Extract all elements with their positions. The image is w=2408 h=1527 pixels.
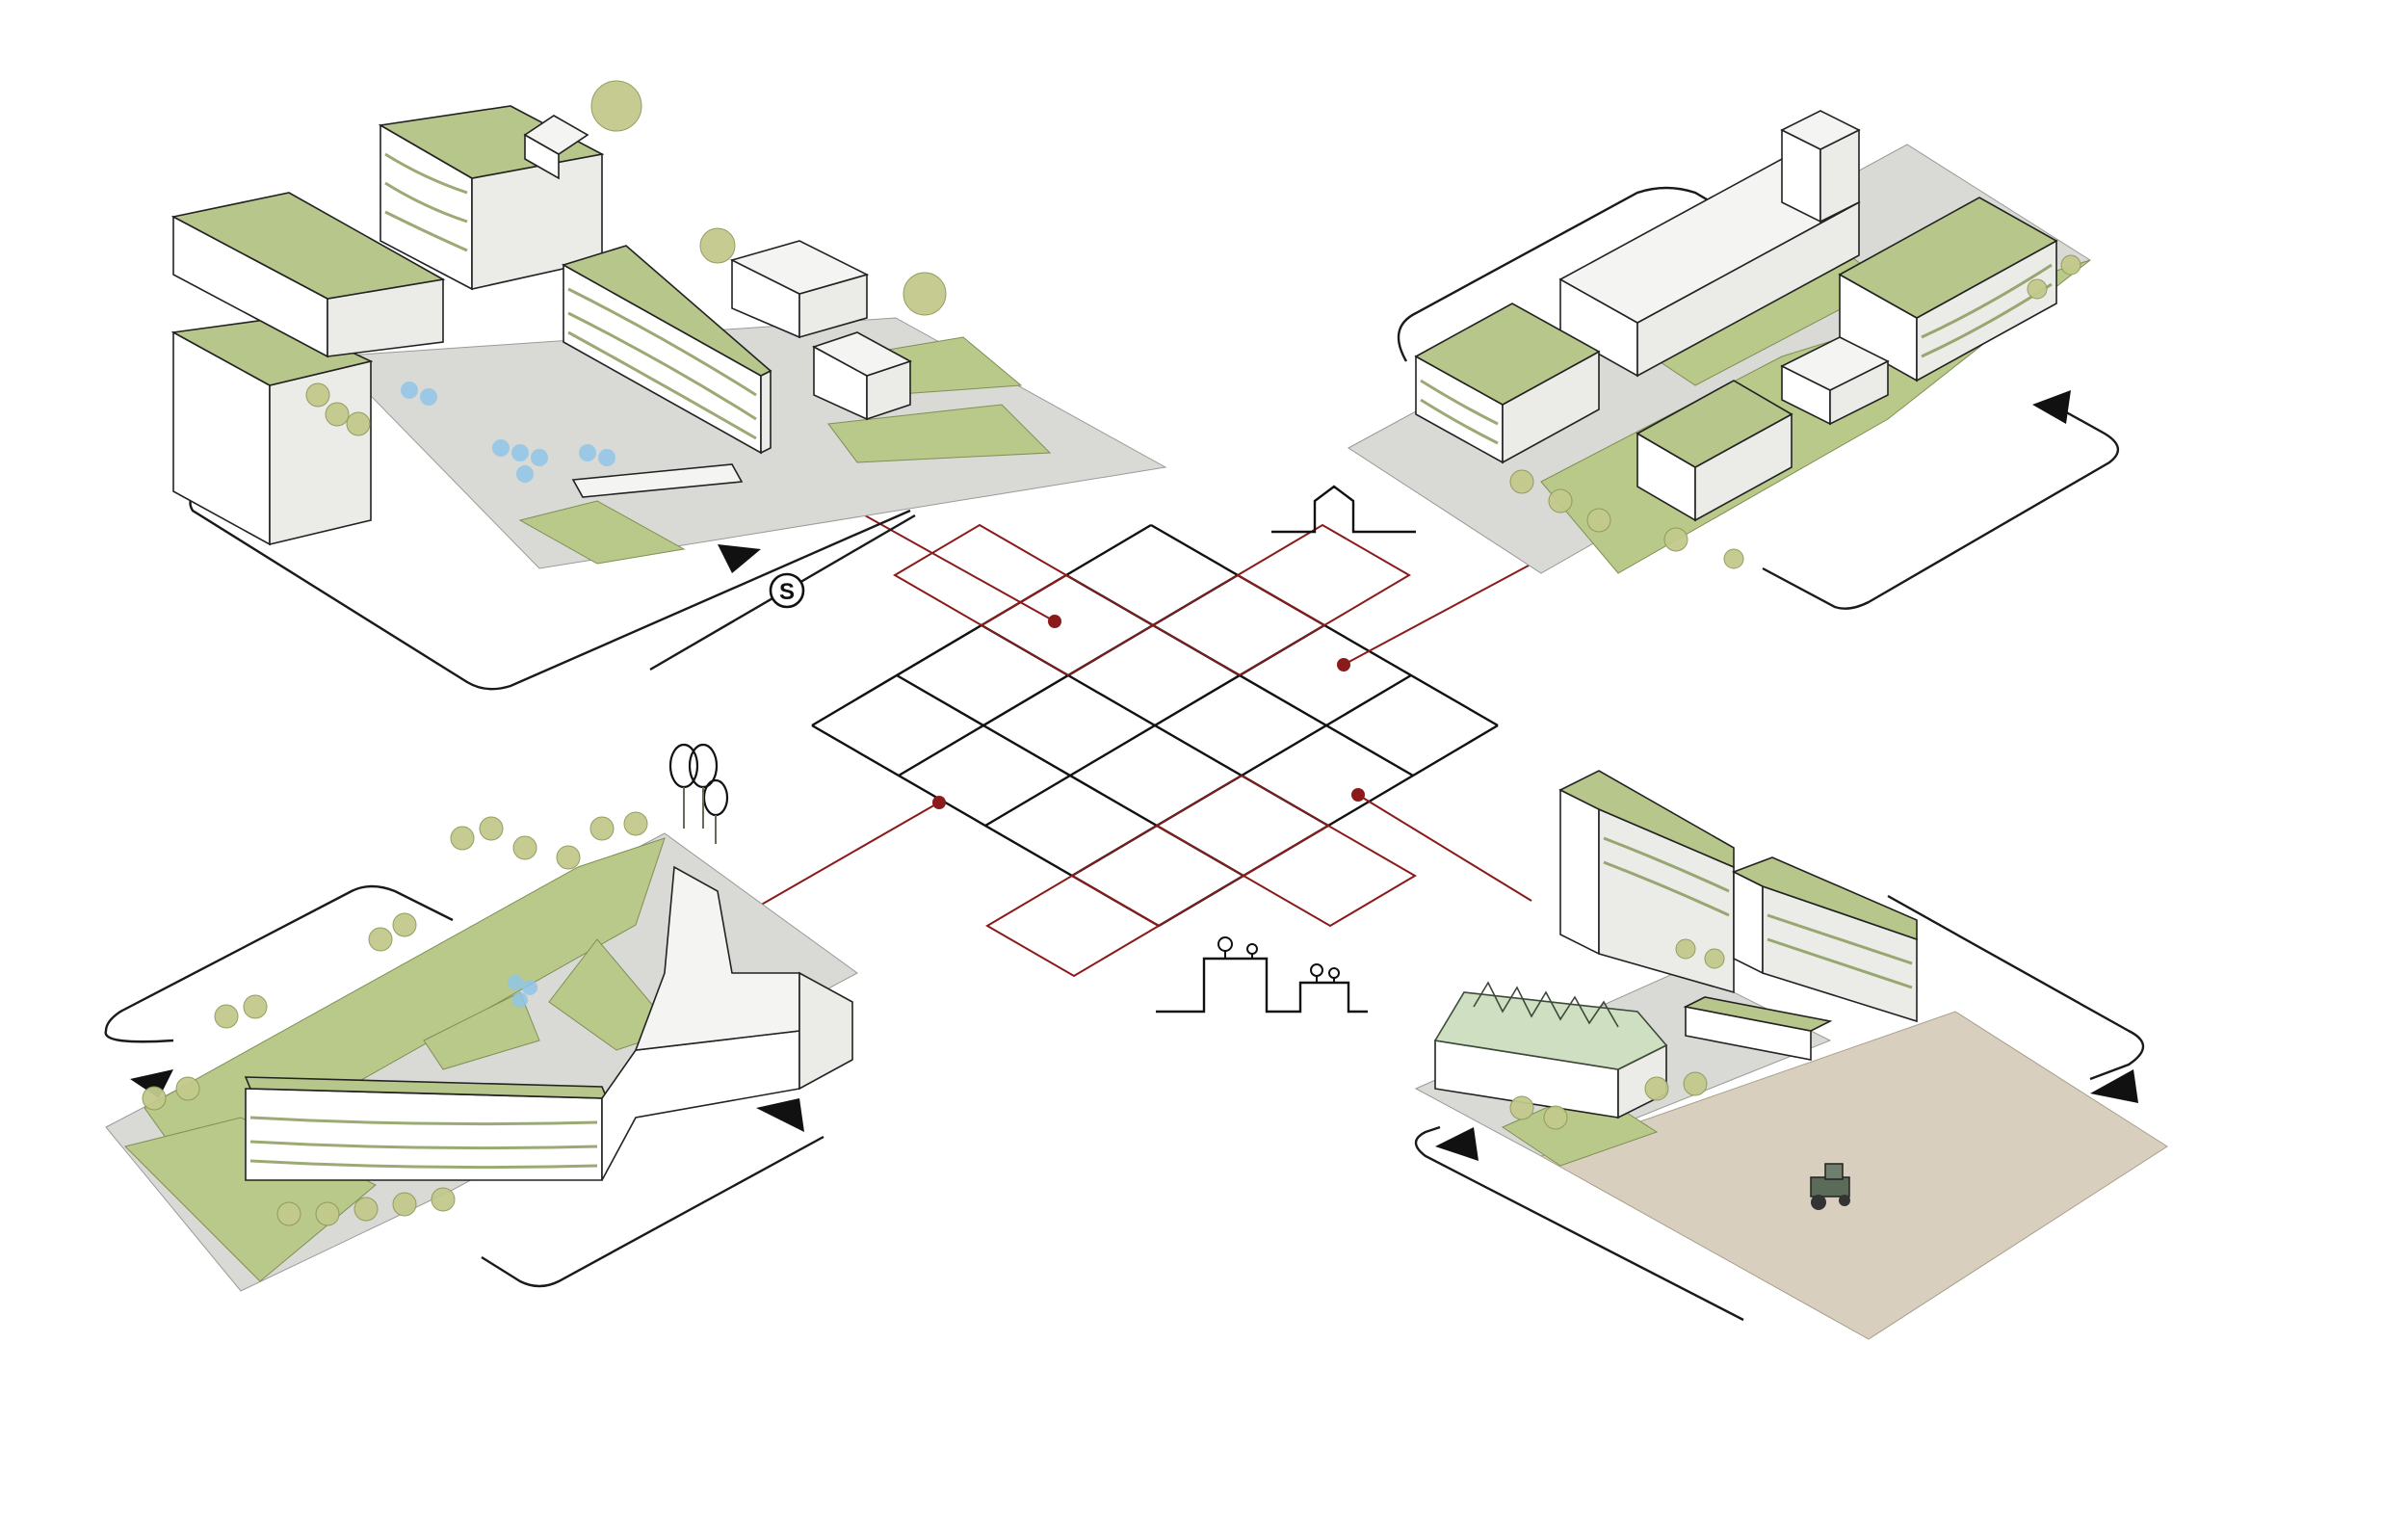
building-center-bar [561, 245, 772, 455]
tree-cluster [1509, 254, 2081, 569]
movement-path-frame [1887, 894, 2145, 1081]
scene-agri-urban-district [1156, 770, 2168, 1340]
building-low-ring [1683, 996, 1833, 1061]
connector-top-right [1343, 558, 1542, 666]
triangle-lawn [423, 991, 540, 1070]
building-white-small [1780, 336, 1890, 426]
building-bend-white [601, 865, 853, 1181]
s-bahn-icon: S [769, 572, 805, 609]
building-green-bar-right [1732, 856, 1918, 1023]
connector-lines [750, 505, 1542, 911]
central-grid [811, 523, 1499, 978]
connector-top-left [847, 505, 1056, 622]
tractor-icon [1810, 1163, 1850, 1210]
tram [571, 463, 744, 498]
station-badge-label: S [779, 579, 795, 605]
movement-path-frame [104, 884, 454, 1043]
movement-path-frame [1397, 186, 1812, 362]
house-pitched [523, 115, 589, 180]
building-green-front [1636, 380, 1793, 522]
movement-path-frame [1762, 408, 2119, 610]
highlight-band-bottom-right [1155, 775, 1330, 877]
green-strip [827, 404, 1052, 463]
skyline-trees-icon [1156, 936, 1368, 1014]
fountain-plaza [401, 382, 615, 483]
tree-cluster [1509, 938, 1725, 1130]
connector-dot-top-left [1048, 615, 1061, 628]
highlight-band-top-right [1151, 574, 1326, 676]
building-terraced [1558, 770, 1735, 994]
fountain-plaza [508, 975, 537, 1008]
trees-icon [668, 743, 729, 844]
agricultural-field [1539, 1011, 2168, 1340]
connector-dot-top-right [1337, 658, 1350, 671]
building-left-long [170, 192, 446, 358]
building-small-right [812, 331, 912, 421]
building-green-left [1414, 303, 1601, 464]
building-tower-white [1780, 110, 1861, 224]
green-strip [518, 500, 686, 565]
greenhouse-building [1433, 981, 1668, 1119]
scene-housing-block [1271, 110, 2119, 610]
building-white-cluster [729, 240, 870, 339]
tree-cluster [142, 811, 648, 1226]
connector-dot-bottom-left [932, 796, 946, 809]
direction-arrow-icon [1435, 1127, 1479, 1161]
highlight-band-bottom-left [1070, 825, 1245, 927]
highlight-cell-bottom-right [1242, 824, 1417, 928]
connector-bottom-left [750, 799, 945, 911]
building-left-tall [170, 317, 374, 546]
connector-bottom-right [1357, 794, 1532, 902]
movement-path-frame [481, 1135, 824, 1288]
highlight-band-top-left [980, 574, 1155, 676]
direction-arrow-icon [2090, 1069, 2138, 1103]
scene-park-district [104, 743, 858, 1292]
highlight-cell-bottom-left [985, 874, 1161, 978]
direction-arrow-icon [2032, 390, 2071, 424]
direction-arrow-icon [718, 544, 761, 573]
highlight-cell-top-left [893, 523, 1068, 627]
tree-cluster [305, 80, 947, 436]
house-outline-icon [1271, 485, 1416, 534]
direction-arrow-icon [756, 1098, 804, 1132]
highlight-cell-top-right [1236, 523, 1411, 627]
movement-path-frame [1414, 1125, 1744, 1322]
connector-dot-bottom-right [1351, 788, 1365, 802]
building-long-bar [244, 1076, 609, 1181]
building-green-bar-right [1838, 197, 2058, 382]
scene-station-district: S [170, 80, 1167, 691]
